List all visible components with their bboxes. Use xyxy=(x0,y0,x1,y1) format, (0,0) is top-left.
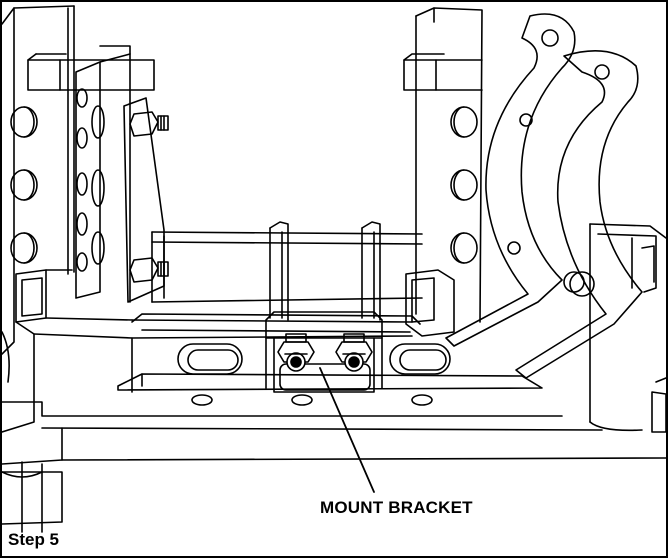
step-label: Step 5 xyxy=(8,530,60,549)
curved-side-plates xyxy=(445,13,643,379)
left-holes xyxy=(10,88,105,272)
callout-leader-line xyxy=(319,367,375,493)
cross-tube xyxy=(151,231,423,303)
lower-beam xyxy=(2,269,666,525)
right-upright xyxy=(403,7,483,337)
u-bolts xyxy=(269,221,381,321)
right-frame xyxy=(589,223,666,433)
mount-bracket xyxy=(265,311,383,393)
left-lower-frame xyxy=(2,331,43,533)
callout-label-mount-bracket: MOUNT BRACKET xyxy=(320,498,473,517)
